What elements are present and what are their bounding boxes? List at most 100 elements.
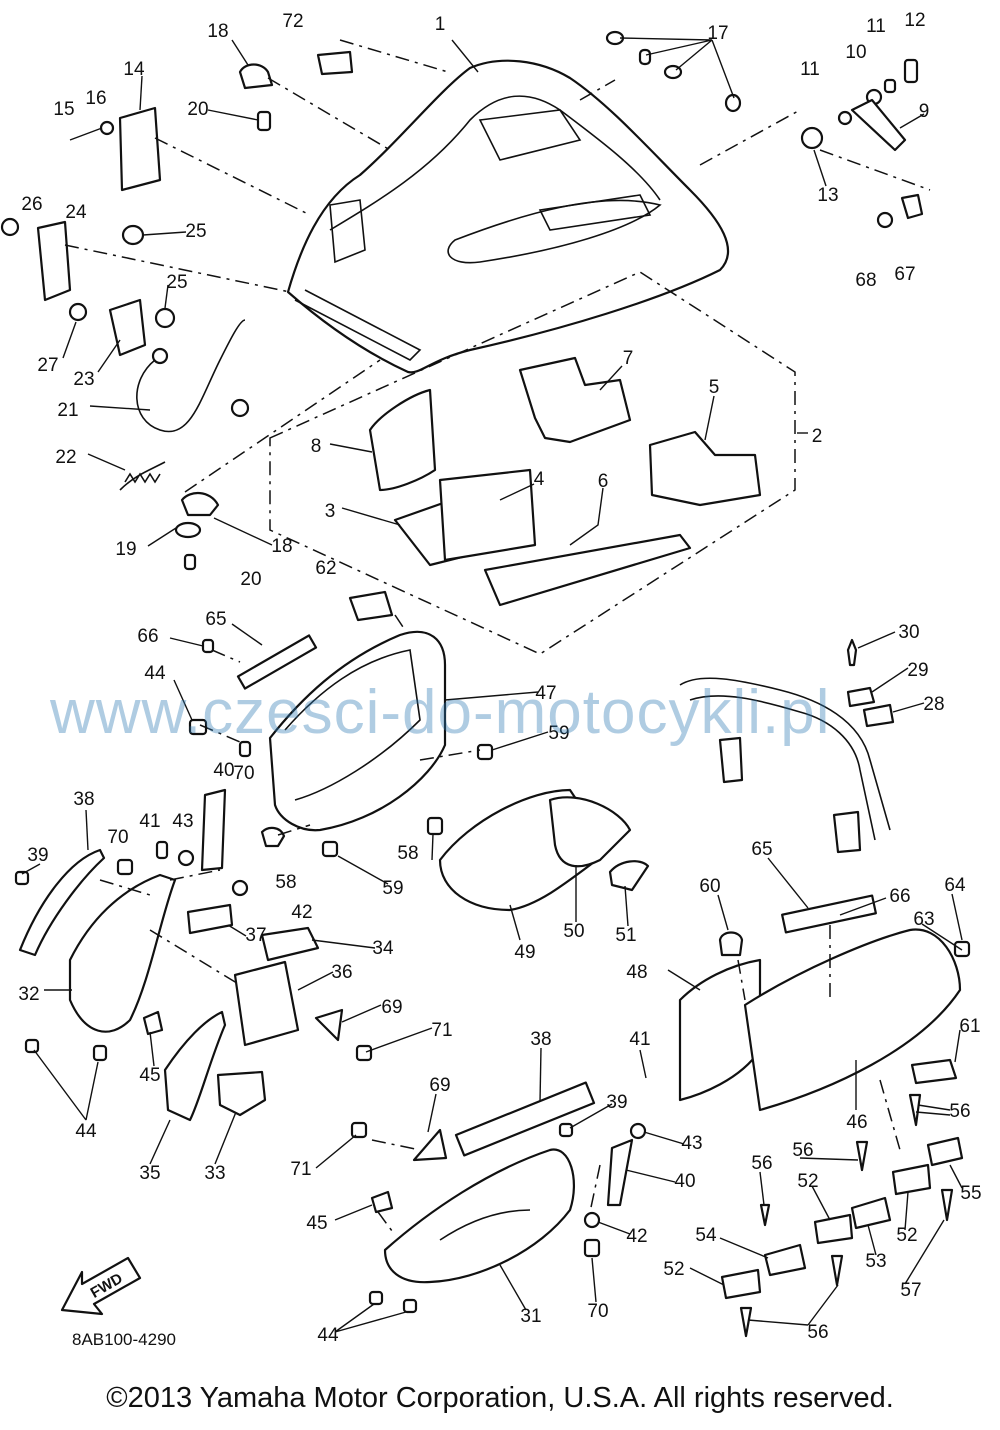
callout-label: 27: [37, 355, 58, 376]
callout-label: 28: [923, 694, 944, 715]
callout-label: 63: [913, 909, 934, 930]
callout-label: 42: [626, 1226, 647, 1247]
callout-label: 70: [587, 1301, 608, 1322]
callout-label: 31: [520, 1306, 541, 1327]
callout-label: 56: [751, 1153, 772, 1174]
bracket-part-47: [188, 590, 494, 858]
callout-label: 17: [707, 23, 728, 44]
callout-label: 18: [271, 536, 292, 557]
callout-label: 59: [382, 878, 403, 899]
callout-label: 56: [949, 1101, 970, 1122]
callout-label: 39: [606, 1092, 627, 1113]
callout-label: 6: [598, 471, 609, 492]
callout-label: 43: [681, 1133, 702, 1154]
leader-lines: [21, 37, 963, 1333]
callout-label: 38: [73, 789, 94, 810]
lower-panel-46-48: [678, 894, 971, 1112]
callout-label: 29: [907, 660, 928, 681]
callout-label: 23: [73, 369, 94, 390]
callout-label: 19: [115, 539, 136, 560]
callout-label: 8: [311, 436, 322, 457]
side-panels-49-50-51: [438, 788, 650, 912]
hood-part-1: [286, 59, 730, 374]
callout-label: 22: [55, 447, 76, 468]
callout-label: 57: [900, 1280, 921, 1301]
callout-label: 44: [144, 663, 166, 684]
callout-label: 34: [372, 938, 394, 959]
callout-label: 25: [166, 272, 187, 293]
callout-label: 46: [846, 1112, 867, 1133]
callout-label: 52: [797, 1171, 818, 1192]
callout-label: 48: [626, 962, 647, 983]
callout-label: 70: [107, 827, 128, 848]
callout-label: 56: [807, 1322, 828, 1343]
callout-label: 18: [207, 21, 228, 42]
callout-label: 52: [896, 1225, 917, 1246]
group-outline-part-2: [269, 271, 796, 655]
callout-label: 61: [959, 1016, 980, 1037]
callout-label: 30: [898, 622, 919, 643]
callout-label: 66: [889, 886, 910, 907]
callout-label: 45: [306, 1213, 327, 1234]
right-upper-hardware: [605, 30, 924, 229]
callout-label: 25: [185, 221, 206, 242]
callout-label: 71: [290, 1159, 311, 1180]
callout-label: 39: [27, 845, 48, 866]
callout-label: 69: [429, 1075, 450, 1096]
callout-label: 72: [282, 11, 303, 32]
callout-label: 21: [57, 400, 78, 421]
callout-label: 59: [548, 723, 569, 744]
callout-label: 69: [381, 997, 402, 1018]
handlebar-frame: [679, 638, 895, 854]
callout-label: 45: [139, 1065, 160, 1086]
callout-label: 9: [919, 101, 930, 122]
callout-label: 32: [18, 984, 39, 1005]
callout-label: 16: [85, 88, 106, 109]
callout-label: 40: [674, 1171, 695, 1192]
callout-label: 49: [514, 942, 535, 963]
bottom-parts: [350, 1081, 964, 1338]
callout-label: 15: [53, 99, 74, 120]
callout-label: 12: [904, 10, 925, 31]
callout-label: 26: [21, 194, 42, 215]
callout-label: 51: [615, 925, 636, 946]
copyright-notice: ©2013 Yamaha Motor Corporation, U.S.A. A…: [106, 1382, 894, 1414]
callout-label: 71: [431, 1020, 452, 1041]
callout-label: 10: [845, 42, 866, 63]
callout-label: 50: [563, 921, 584, 942]
callout-label: 33: [204, 1163, 225, 1184]
callout-label: 70: [233, 763, 254, 784]
callout-label: 60: [699, 876, 720, 897]
callout-label: 67: [894, 264, 915, 285]
callout-label: 58: [397, 843, 418, 864]
callout-label: 65: [751, 839, 772, 860]
callout-label: 1: [435, 14, 446, 35]
watermark-text: www.czesci-do-motocykli.pl: [49, 678, 831, 747]
callout-label: 5: [709, 377, 720, 398]
callout-label: 64: [944, 875, 966, 896]
callout-label: 35: [139, 1163, 160, 1184]
upper-hardware: [0, 50, 354, 571]
diagram-code: 8AB100-4290: [72, 1330, 176, 1349]
callout-label: 38: [530, 1029, 551, 1050]
fwd-arrow-icon: FWD: [60, 1256, 142, 1316]
callout-label: 20: [187, 99, 208, 120]
callout-label: 47: [535, 683, 556, 704]
connection-lines: [64, 39, 931, 1236]
callout-label: 4: [534, 469, 545, 490]
callout-label: 52: [663, 1259, 684, 1280]
callout-label: 56: [792, 1140, 813, 1161]
callout-label: 42: [291, 902, 312, 923]
callout-label: 40: [213, 760, 234, 781]
callout-label: 55: [960, 1183, 981, 1204]
callout-label: 44: [75, 1121, 97, 1142]
callout-label: 36: [331, 962, 352, 983]
callout-label: 7: [623, 348, 634, 369]
callout-label: 13: [817, 185, 838, 206]
left-lower-parts: [14, 788, 373, 1122]
callout-label: 68: [855, 270, 876, 291]
callout-label: 3: [325, 501, 336, 522]
callout-label: 43: [172, 811, 193, 832]
